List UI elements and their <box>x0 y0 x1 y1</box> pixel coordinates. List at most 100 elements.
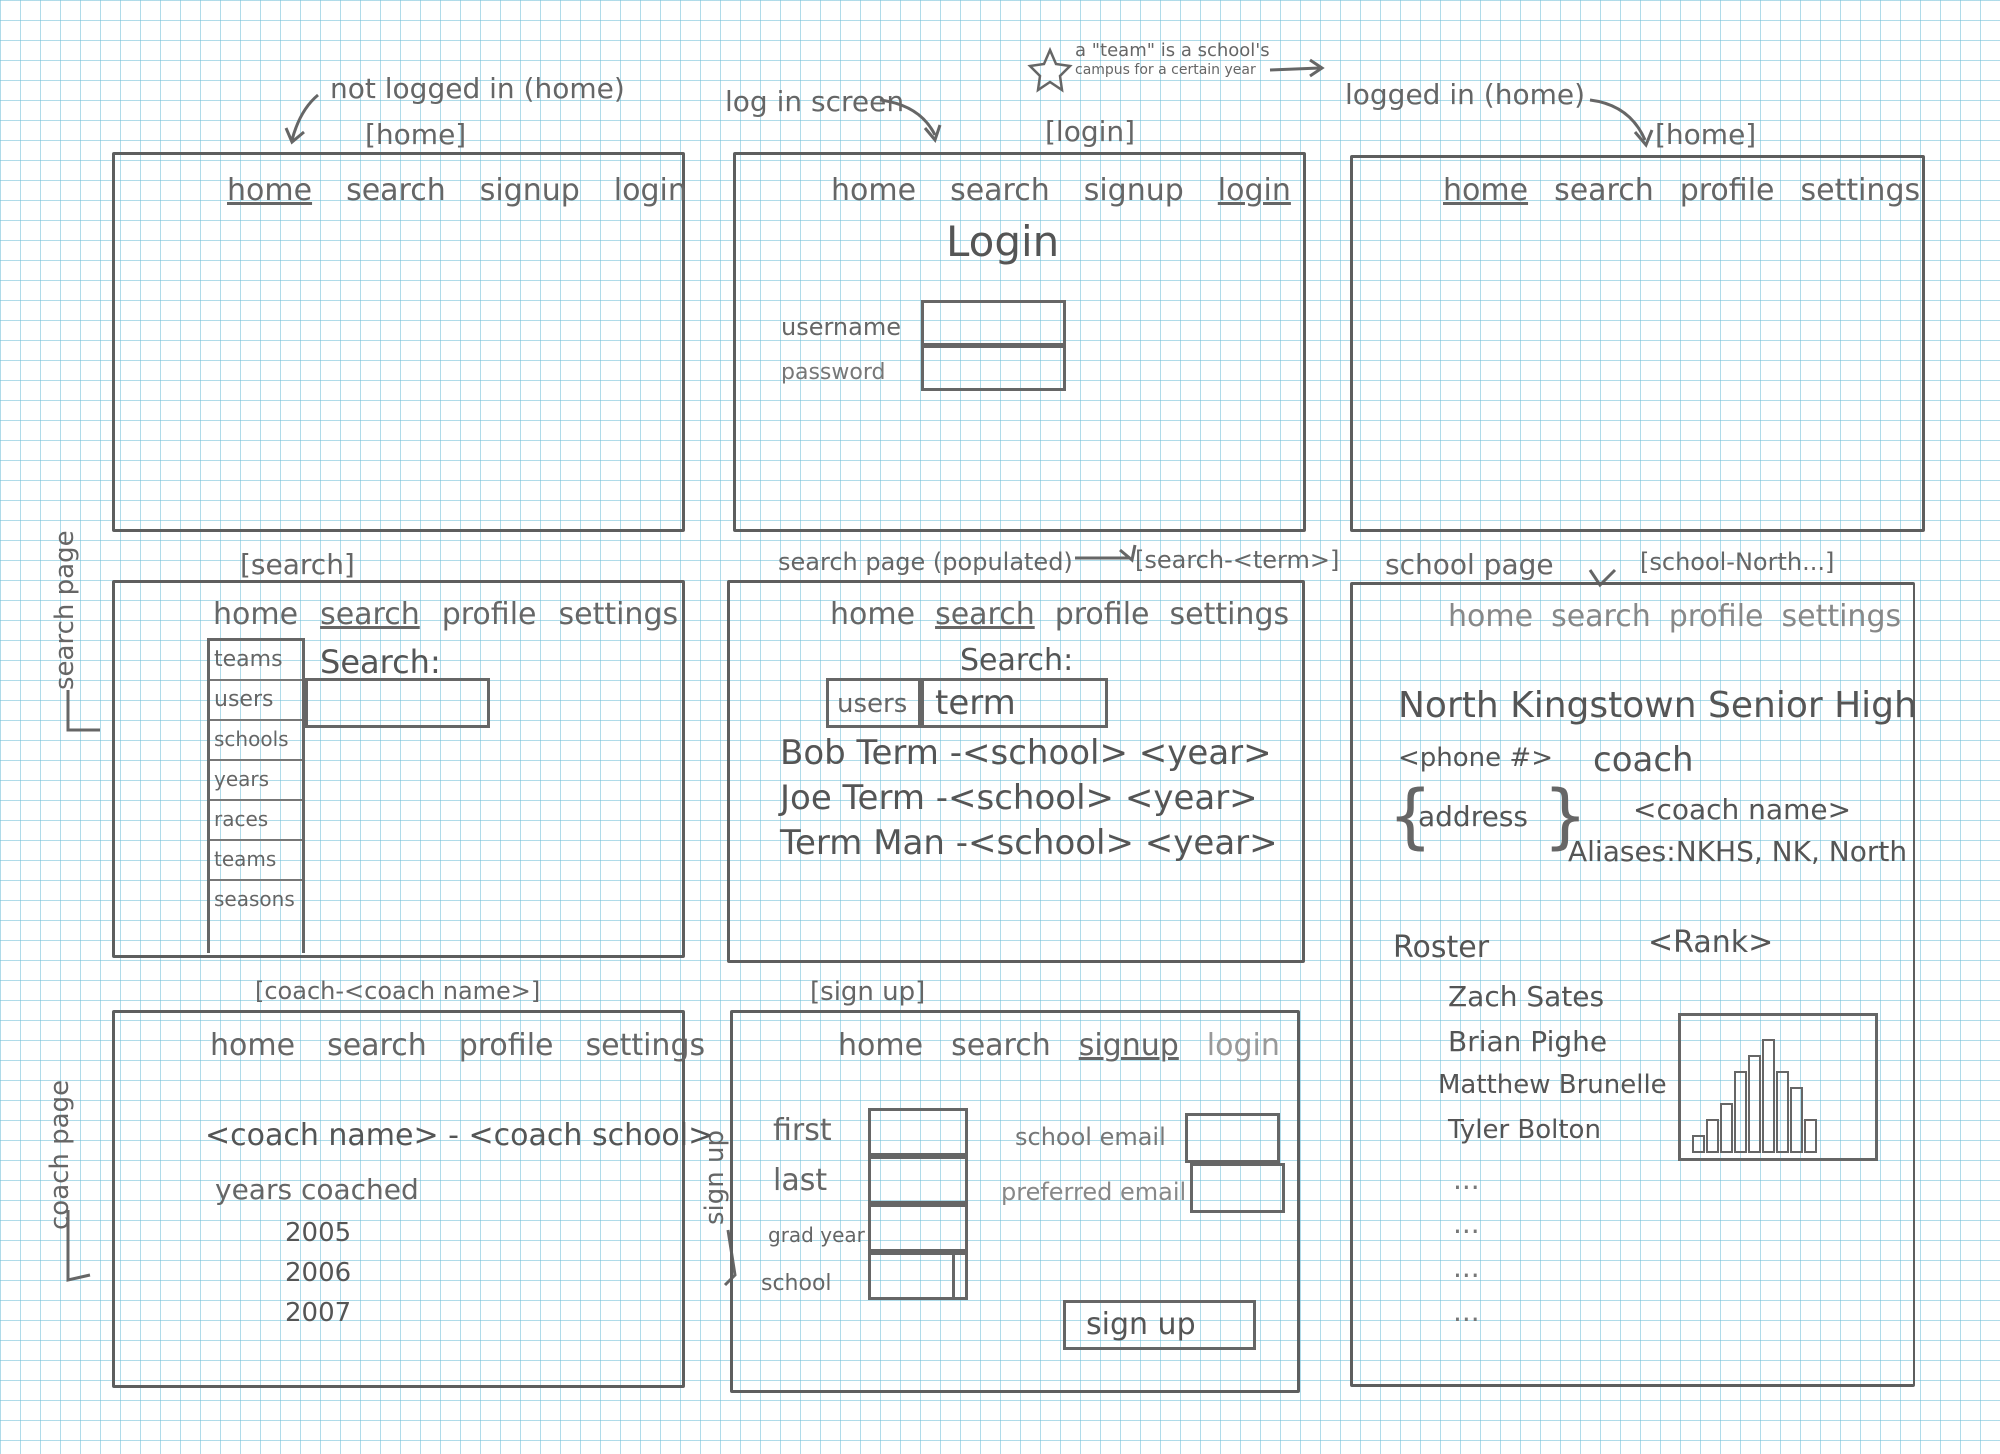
search-input[interactable] <box>305 678 490 728</box>
nav-home[interactable]: home <box>831 173 917 208</box>
roster-item[interactable]: Zach Sates <box>1448 980 1605 1013</box>
search-title: Search: <box>320 643 441 681</box>
search-category-dropdown[interactable]: users <box>826 678 924 728</box>
school-email-input[interactable] <box>1185 1113 1280 1163</box>
nav-home[interactable]: home <box>838 1028 924 1063</box>
tab-teams-2[interactable]: teams <box>210 841 302 881</box>
wireframe-login: home search signup login Login username … <box>733 152 1306 532</box>
school-label: school <box>761 1271 832 1296</box>
nav-signup[interactable]: signup <box>1083 173 1184 208</box>
arrow-side-coach <box>66 1210 91 1282</box>
username-label: username <box>781 313 901 341</box>
nav-settings[interactable]: settings <box>585 1028 706 1063</box>
arrowhead-search-results <box>1119 544 1137 563</box>
nav-profile[interactable]: profile <box>458 1028 554 1063</box>
caption-side-search: search page <box>50 530 80 690</box>
coach-name-link[interactable]: <coach name> <box>1633 793 1852 826</box>
histogram-bar <box>1804 1119 1817 1153</box>
result-row[interactable]: Term Man -<school> <year> <box>780 823 1278 863</box>
first-name-input[interactable] <box>868 1108 968 1156</box>
grad-year-input[interactable] <box>868 1204 968 1252</box>
caption-search-tag: [search] <box>240 548 355 581</box>
username-input[interactable] <box>921 300 1066 346</box>
nav-home[interactable]: home <box>210 1028 296 1063</box>
nav-search[interactable]: search <box>1551 599 1651 634</box>
nav-home[interactable]: home <box>227 173 313 208</box>
coach-heading: <coach name> - <coach school> <box>205 1118 714 1153</box>
arrow-login <box>879 98 937 136</box>
tab-teams[interactable]: teams <box>210 641 302 681</box>
histogram-bar <box>1762 1039 1775 1153</box>
nav-profile[interactable]: profile <box>1679 173 1775 208</box>
nav-bar: home search signup login <box>831 173 1291 208</box>
nav-signup[interactable]: signup <box>1078 1028 1179 1063</box>
grad-year-label: grad year <box>768 1223 865 1247</box>
nav-search[interactable]: search <box>950 173 1050 208</box>
signup-button[interactable]: sign up <box>1063 1300 1256 1350</box>
arrowhead-school <box>1588 568 1617 588</box>
wireframe-home-logged-out: home search signup login <box>112 152 687 532</box>
caption-login-tag: [login] <box>1045 115 1136 148</box>
nav-home[interactable]: home <box>830 597 916 632</box>
school-name: North Kingstown Senior High <box>1398 685 1917 726</box>
rank-label: <Rank> <box>1648 925 1774 960</box>
preferred-email-input[interactable] <box>1190 1163 1285 1213</box>
year-item[interactable]: 2006 <box>285 1258 352 1288</box>
nav-search[interactable]: search <box>1554 173 1654 208</box>
nav-login[interactable]: login <box>1217 173 1291 208</box>
roster-ellipsis: ... <box>1453 1251 1480 1284</box>
histogram-bar <box>1748 1055 1761 1153</box>
school-select[interactable] <box>868 1252 968 1300</box>
nav-settings[interactable]: settings <box>1800 173 1921 208</box>
nav-search[interactable]: search <box>346 173 446 208</box>
roster-item[interactable]: Tyler Bolton <box>1448 1115 1601 1145</box>
arrow-side-search <box>66 690 100 732</box>
nav-search[interactable]: search <box>951 1028 1051 1063</box>
nav-home[interactable]: home <box>1448 599 1534 634</box>
nav-profile[interactable]: profile <box>441 597 537 632</box>
nav-login[interactable]: login <box>613 173 687 208</box>
nav-search[interactable]: search <box>320 597 420 632</box>
roster-item[interactable]: Matthew Brunelle <box>1438 1070 1667 1100</box>
caption-side-coach: coach page <box>45 1079 75 1230</box>
result-row[interactable]: Bob Term -<school> <year> <box>780 733 1272 773</box>
year-item[interactable]: 2007 <box>285 1298 352 1328</box>
last-name-input[interactable] <box>868 1156 968 1204</box>
tab-races[interactable]: races <box>210 801 302 841</box>
histogram-bar <box>1692 1135 1705 1153</box>
nav-search[interactable]: search <box>935 597 1035 632</box>
wireframe-search-results: home search profile settings Search: use… <box>727 580 1305 963</box>
arrow-home-out <box>290 93 319 141</box>
nav-signup[interactable]: signup <box>479 173 580 208</box>
rank-chart <box>1678 1013 1878 1161</box>
roster-ellipsis: ... <box>1453 1163 1480 1196</box>
preferred-email-label: preferred email <box>1001 1178 1187 1206</box>
caption-search-results-note: search page (populated) <box>778 548 1073 576</box>
tab-users[interactable]: users <box>210 681 302 721</box>
nav-bar: home search profile settings <box>210 1028 705 1063</box>
nav-profile[interactable]: profile <box>1054 597 1150 632</box>
nav-home[interactable]: home <box>213 597 299 632</box>
password-input[interactable] <box>921 345 1066 391</box>
wireframe-signup: home search signup login first last grad… <box>730 1010 1300 1393</box>
nav-bar: home search profile settings <box>1443 173 1920 208</box>
roster-item[interactable]: Brian Pighe <box>1448 1025 1608 1058</box>
tab-years[interactable]: years <box>210 761 302 801</box>
tab-seasons[interactable]: seasons <box>214 887 295 911</box>
roster-ellipsis: ... <box>1453 1207 1480 1240</box>
nav-login[interactable]: login <box>1206 1028 1280 1063</box>
nav-profile[interactable]: profile <box>1668 599 1764 634</box>
nav-settings[interactable]: settings <box>1169 597 1290 632</box>
nav-bar: home search profile settings <box>1448 599 1901 634</box>
nav-search[interactable]: search <box>327 1028 427 1063</box>
search-query-input[interactable]: term <box>918 678 1108 728</box>
result-row[interactable]: Joe Term -<school> <year> <box>780 778 1258 818</box>
tab-schools[interactable]: schools <box>210 721 302 761</box>
nav-settings[interactable]: settings <box>558 597 679 632</box>
year-item[interactable]: 2005 <box>285 1218 352 1248</box>
address-brace-right: } <box>1543 775 1588 857</box>
nav-home[interactable]: home <box>1443 173 1529 208</box>
caption-team-note-2: campus for a certain year <box>1075 62 1256 78</box>
caption-team-note-1: a "team" is a school's <box>1075 40 1270 61</box>
nav-settings[interactable]: settings <box>1781 599 1902 634</box>
